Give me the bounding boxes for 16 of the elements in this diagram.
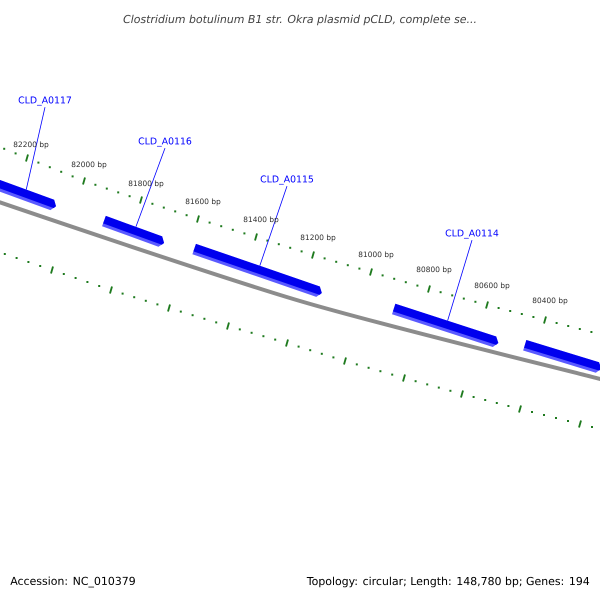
gene-label: CLD_A0115 (260, 175, 314, 185)
leader-line (447, 240, 472, 321)
title: Clostridium botulinum B1 str. Okra plasmid pCLD, complete se... (124, 14, 476, 26)
gene-label: CLD_A0117 (18, 96, 72, 106)
gene-label: CLD_A0116 (138, 137, 192, 147)
gene-arrow (523, 340, 600, 373)
leader-line (259, 186, 288, 266)
leader-line (26, 106, 46, 190)
summary-text: Topology: circular; Length: 148,780 bp; Genes: 194 (306, 576, 590, 588)
gene-arrow (192, 244, 322, 297)
accession-text: Accession: NC_010379 (10, 576, 135, 588)
leader-line (136, 148, 166, 228)
gene-arrow (102, 216, 164, 247)
gene-arrow (392, 304, 498, 347)
gene-label: CLD_A0114 (446, 229, 498, 239)
gene-arrow (0, 178, 56, 210)
